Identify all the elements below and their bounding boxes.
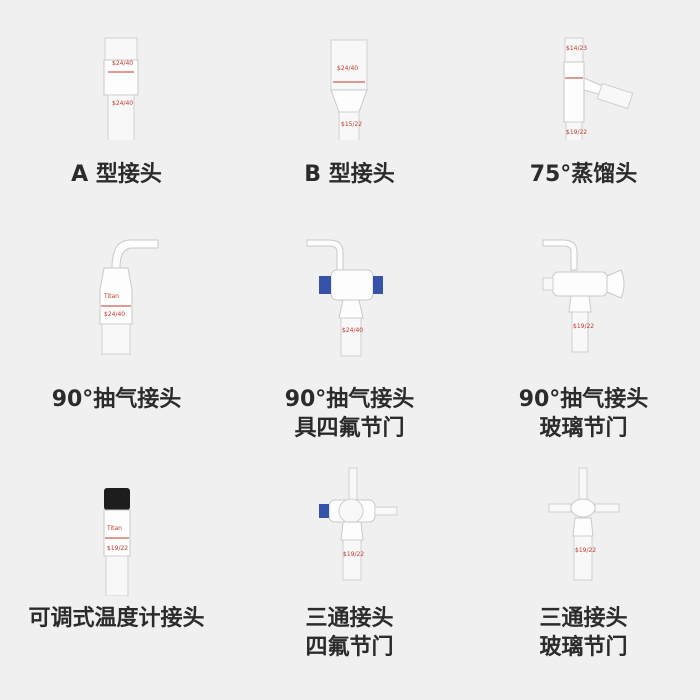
mark-bottom: $15/22	[341, 121, 362, 128]
vacuum-adapter-glass-image: $19/22	[467, 228, 700, 368]
mark-logo: Titan	[103, 293, 119, 300]
caption-line-1: B 型接头	[304, 162, 395, 187]
mark-joint: $19/22	[575, 547, 596, 554]
caption-line-1: 可调式温度计接头	[28, 606, 205, 631]
thermometer-adapter-image: Titan $19/22	[0, 456, 233, 596]
caption-line-2: 四氟节门	[305, 635, 394, 660]
product-caption: 75°蒸馏头	[467, 160, 700, 189]
mark-top: $14/23	[566, 45, 587, 52]
mark-joint: $24/40	[342, 327, 363, 334]
product-caption: 90°抽气接头 具四氟节门	[233, 385, 466, 443]
mark-bottom: $24/40	[112, 100, 133, 107]
mark-bottom: $19/22	[566, 129, 587, 136]
mark-joint: $24/40	[104, 311, 125, 318]
mark-logo: Titan	[106, 525, 122, 532]
product-caption: 三通接头 玻璃节门	[467, 604, 700, 662]
caption-line-2: 具四氟节门	[294, 416, 405, 441]
caption-line-1: 90°抽气接头	[51, 387, 182, 412]
product-caption: A 型接头	[0, 160, 233, 189]
caption-line-1: 三通接头	[539, 606, 628, 631]
caption-line-1: 75°蒸馏头	[529, 162, 638, 187]
product-caption: 90°抽气接头 玻璃节门	[467, 385, 700, 443]
product-caption: 可调式温度计接头	[0, 604, 233, 633]
caption-line-1: 90°抽气接头	[284, 387, 415, 412]
mark-top: $24/40	[337, 65, 358, 72]
a-type-adapter-image: $24/40 $24/40	[0, 0, 233, 140]
mark-joint: $19/22	[343, 551, 364, 558]
caption-line-2: 玻璃节门	[539, 416, 628, 441]
mark-joint: $19/22	[107, 545, 128, 552]
vacuum-adapter-ptfe-image: $24/40	[233, 228, 466, 368]
product-caption: B 型接头	[233, 160, 466, 189]
three-way-ptfe-image: $19/22	[233, 456, 466, 596]
black-cap	[104, 488, 130, 510]
caption-line-1: 三通接头	[305, 606, 394, 631]
mark-top: $24/40	[112, 60, 133, 67]
caption-line-2: 玻璃节门	[539, 635, 628, 660]
caption-line-1: A 型接头	[71, 162, 162, 187]
caption-line-1: 90°抽气接头	[518, 387, 649, 412]
ptfe-knob-left	[319, 504, 329, 518]
distillation-head-image: $14/23 $19/22	[467, 0, 700, 140]
mark-joint: $19/22	[573, 323, 594, 330]
ptfe-knob-left	[319, 276, 331, 294]
b-type-adapter-image: $24/40 $15/22	[233, 0, 466, 140]
product-caption: 90°抽气接头	[0, 385, 233, 414]
product-caption: 三通接头 四氟节门	[233, 604, 466, 662]
vacuum-adapter-image: Titan $24/40	[0, 228, 233, 368]
three-way-glass-image: $19/22	[467, 456, 700, 596]
ptfe-knob-right	[373, 276, 383, 294]
